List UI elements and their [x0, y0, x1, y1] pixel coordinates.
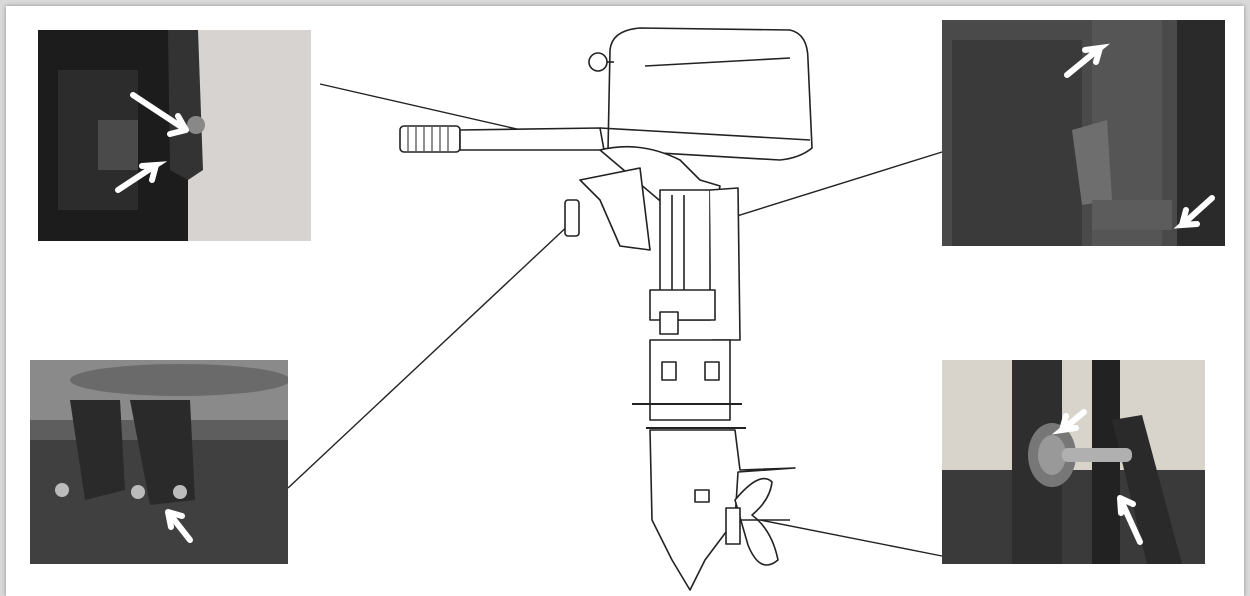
leader-line-bottom-right: [759, 519, 943, 557]
callout-photo-swivel-bracket: [942, 20, 1225, 246]
arrow-icon: [1051, 409, 1087, 435]
arrow-icon: [1064, 43, 1111, 78]
propeller: [734, 477, 779, 566]
callout-photo-clamp-screws: [30, 360, 288, 564]
arrow-icon: [115, 161, 168, 193]
arrow-icon: [130, 92, 189, 137]
gearcase: [649, 429, 796, 591]
engine-cowling: [607, 27, 813, 161]
callout-photo-tiller-bracket: [38, 30, 311, 241]
callout-photo-tilt-pin: [942, 360, 1205, 564]
leader-line-bottom-left: [287, 221, 573, 489]
arrow-icon: [1173, 195, 1215, 229]
tiller-arm: [459, 127, 605, 151]
cowling-knob: [588, 52, 608, 72]
clamp-bracket: [579, 167, 651, 251]
arrow-icon: [1117, 495, 1143, 545]
tiller-grip: [399, 125, 461, 153]
arrow-icon: [165, 509, 193, 543]
